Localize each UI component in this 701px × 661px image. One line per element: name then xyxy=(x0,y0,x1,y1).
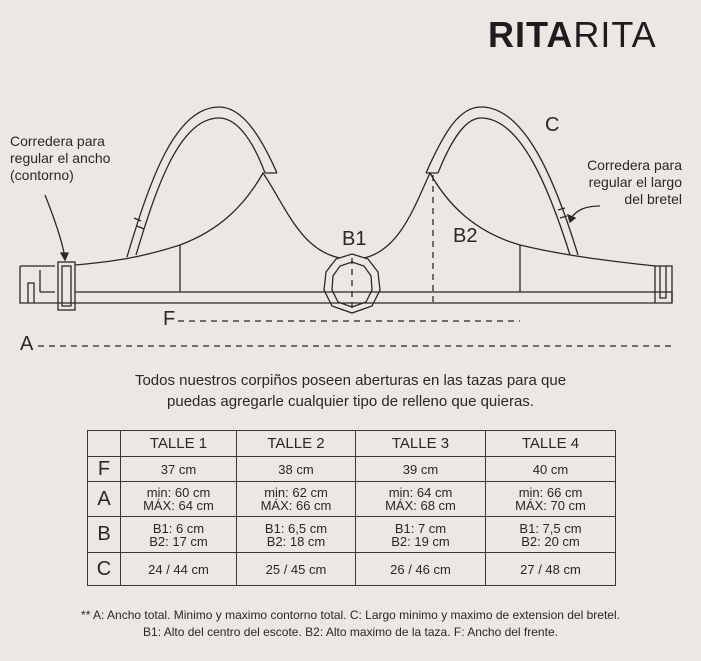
cell-line: B2: 19 cm xyxy=(391,533,450,549)
cell-line: 27 / 48 cm xyxy=(520,561,581,577)
note-line: (contorno) xyxy=(10,167,74,183)
table-cell: 27 / 48 cm xyxy=(485,552,616,586)
row-header: F xyxy=(87,456,121,482)
cell-line: B2: 17 cm xyxy=(149,533,208,549)
cell-line: 37 cm xyxy=(160,461,197,477)
cell-line: min: 60 cm xyxy=(146,485,211,500)
cell-line: B1: 7,5 cm xyxy=(519,520,582,536)
table-cell: 38 cm xyxy=(236,456,356,482)
footnote-line: B1: Alto del centro del escote. B2: Alto… xyxy=(143,625,558,639)
center-ring xyxy=(323,253,381,314)
column-header: TALLE 2 xyxy=(236,430,356,457)
cell-line: min: 64 cm xyxy=(388,485,453,500)
label-b2: B2 xyxy=(453,225,478,247)
cell-line: min: 66 cm xyxy=(518,485,583,500)
cell-line: MÁX: 68 cm xyxy=(385,498,456,513)
right-cup xyxy=(363,171,656,267)
label-f: F xyxy=(163,308,176,330)
cell-line: 38 cm xyxy=(278,461,314,477)
cell-line: B1: 6 cm xyxy=(152,520,205,536)
cell-line: min: 62 cm xyxy=(264,485,328,500)
size-table: TALLE 1 TALLE 2 TALLE 3 TALLE 4 F 37 cm 38… xyxy=(87,430,616,586)
cell-line: B2: 18 cm xyxy=(266,533,326,549)
left-slider xyxy=(57,261,76,311)
note-width-slider: Corredera para regular el ancho (contorn… xyxy=(10,133,110,184)
row-header: A xyxy=(87,481,121,517)
left-cup xyxy=(74,171,341,266)
cell-line: 26 / 46 cm xyxy=(390,561,451,577)
cell-line: 25 / 45 cm xyxy=(265,561,327,577)
note-line: regular el largo xyxy=(588,174,682,190)
band xyxy=(19,265,673,304)
table-cell: 37 cm xyxy=(120,456,237,482)
row-header: C xyxy=(87,552,121,586)
description-line: Todos nuestros corpiños poseen aberturas… xyxy=(134,372,567,389)
table-cell: 26 / 46 cm xyxy=(355,552,486,586)
note-line: Corredera para xyxy=(587,157,682,173)
column-header: TALLE 1 xyxy=(120,430,237,457)
row-header: B xyxy=(87,516,121,553)
note-strap-slider: Corredera para regular el largo del bret… xyxy=(587,157,682,208)
description-line: puedas agregarle cualquier tipo de relle… xyxy=(167,393,534,410)
table-cell: 40 cm xyxy=(485,456,616,482)
cell-line: 24 / 44 cm xyxy=(148,561,209,577)
bra-diagram xyxy=(19,106,675,347)
note-line: del bretel xyxy=(624,191,682,207)
band-right-end xyxy=(654,265,673,303)
label-b1: B1 xyxy=(342,228,367,250)
footnote: ** A: Ancho total. Minimo y maximo conto… xyxy=(0,607,701,641)
left-strap xyxy=(126,106,278,258)
label-c: C xyxy=(545,114,560,136)
note-line: regular el ancho xyxy=(10,150,111,166)
cell-line: B1: 6,5 cm xyxy=(264,520,328,536)
table-row: C 24 / 44 cm 25 / 45 cm 26 / 46 cm 27 / 48 c… xyxy=(87,552,616,586)
arrow-right xyxy=(570,205,601,219)
corner-cell xyxy=(87,430,121,457)
table-cell: 25 / 45 cm xyxy=(236,552,356,586)
table-header-row: TALLE 1 TALLE 2 TALLE 3 TALLE 4 xyxy=(87,430,616,457)
description: Todos nuestros corpiños poseen aberturas… xyxy=(0,370,701,412)
logo-light: RITA xyxy=(573,14,657,55)
cell-line: 40 cm xyxy=(532,461,569,477)
label-a: A xyxy=(20,333,34,355)
cell-line: MÁX: 70 cm xyxy=(515,498,586,513)
table-cell: 39 cm xyxy=(355,456,486,482)
table-cell: 24 / 44 cm xyxy=(120,552,237,586)
cell-line: 39 cm xyxy=(402,461,439,477)
brand-logo: RITARITA xyxy=(488,14,657,56)
column-header: TALLE 3 xyxy=(355,430,486,457)
cell-line: MÁX: 64 cm xyxy=(143,498,214,513)
cell-line: B1: 7 cm xyxy=(394,520,447,536)
column-header: TALLE 4 xyxy=(485,430,616,457)
arrow-left xyxy=(44,194,66,259)
table-row: F 37 cm 38 cm 39 cm 40 cm xyxy=(87,456,616,482)
footnote-line: ** A: Ancho total. Minimo y maximo conto… xyxy=(81,608,620,622)
cell-line: MÁX: 66 cm xyxy=(260,498,332,513)
cell-line: B2: 20 cm xyxy=(521,533,580,549)
note-line: Corredera para xyxy=(10,133,105,149)
right-strap xyxy=(425,106,579,256)
logo-bold: RITA xyxy=(488,14,574,55)
